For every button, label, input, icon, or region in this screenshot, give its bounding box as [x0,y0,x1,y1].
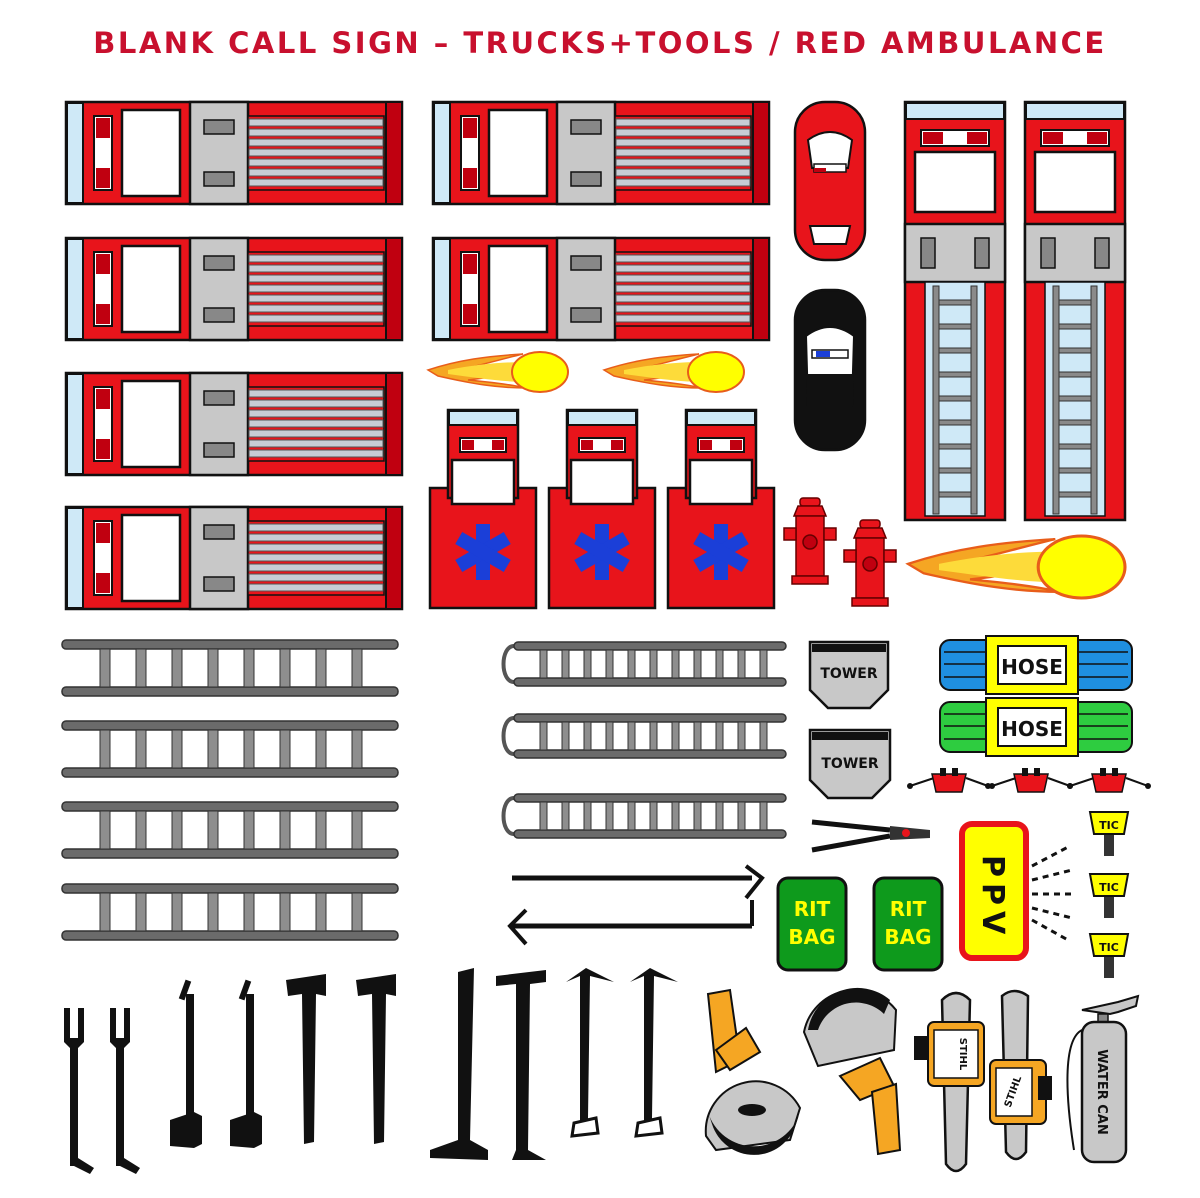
hook-ladder-icon[interactable] [501,792,788,840]
red-sedan-icon[interactable] [793,100,867,262]
ambulance-icon[interactable] [428,408,538,610]
hook-ladder-icon[interactable] [501,712,788,760]
ppv-letter-p: P [975,855,1010,877]
fire-engine-icon[interactable] [64,100,404,206]
pike-pole-icon[interactable] [512,864,765,900]
fire-engine-icon[interactable] [431,100,771,206]
ambulance-icon[interactable] [666,408,776,610]
hose-label: HOSE [1001,655,1063,679]
hook-icon[interactable] [430,968,488,1160]
rit-bag-icon[interactable]: RIT BAG [776,876,848,972]
thermal-imaging-camera-icon[interactable]: TIC [1089,811,1129,857]
tower-ladder-truck-icon[interactable] [903,100,1007,522]
axe-icon[interactable] [356,974,396,1144]
ladder-icon[interactable] [61,801,399,859]
tower-ladder-truck-icon[interactable] [1023,100,1127,522]
thermal-imaging-camera-icon[interactable]: TIC [1089,933,1129,979]
fire-engine-icon[interactable] [64,236,404,342]
chainsaw-icon[interactable]: STIHL [914,991,985,1173]
axe-icon[interactable] [230,979,262,1148]
pike-pole-icon[interactable] [628,966,680,1138]
chainsaw-icon[interactable]: STIHL [989,989,1052,1161]
rit-label-1: RIT [890,897,927,921]
page-title: BLANK CALL SIGN – TRUCKS+TOOLS / RED AMB… [93,26,1107,60]
rit-label-1: RIT [794,897,831,921]
ambulance-icon[interactable] [547,408,657,610]
tower-badge-icon[interactable]: TOWER [808,640,890,710]
pike-pole-icon[interactable] [564,966,616,1138]
fireball-icon[interactable] [427,351,569,393]
rotary-saw-icon[interactable] [704,988,802,1155]
halligan-icon[interactable] [64,1008,94,1174]
hose-bundle-icon[interactable]: HOSE [939,697,1133,757]
rit-label-2: BAG [788,925,835,949]
hook-icon[interactable] [496,970,546,1160]
fire-engine-icon[interactable] [64,371,404,477]
bolt-cutter-icon[interactable] [811,819,930,853]
tic-label: TIC [1099,941,1119,954]
water-can-extinguisher-icon[interactable]: WATER CAN [1066,994,1140,1164]
tic-label: TIC [1099,881,1119,894]
rit-bag-icon[interactable]: RIT BAG [872,876,944,972]
halligan-icon[interactable] [110,1008,140,1174]
radio-icon[interactable] [1066,767,1152,793]
fire-hydrant-icon[interactable] [843,519,897,607]
ppv-fan-icon[interactable]: P P V [959,821,1073,961]
rit-label-2: BAG [884,925,931,949]
pike-pole-icon[interactable] [507,900,754,946]
water-can-label: WATER CAN [1094,1049,1109,1135]
fire-engine-icon[interactable] [64,505,404,611]
tic-label: TIC [1099,819,1119,832]
ladder-icon[interactable] [61,883,399,941]
hook-ladder-icon[interactable] [501,640,788,688]
stihl-label: STIHL [957,1038,968,1071]
axe-icon[interactable] [170,979,202,1148]
axe-icon[interactable] [286,974,326,1144]
fire-engine-icon[interactable] [431,236,771,342]
police-car-icon[interactable] [793,288,867,452]
hose-label: HOSE [1001,717,1063,741]
thermal-imaging-camera-icon[interactable]: TIC [1089,873,1129,919]
radio-icon[interactable] [906,767,992,793]
ladder-icon[interactable] [61,639,399,697]
fireball-icon[interactable] [906,534,1127,600]
fireball-icon[interactable] [603,351,745,393]
rotary-saw-icon[interactable] [802,987,902,1156]
tower-label: TOWER [820,666,877,682]
fire-hydrant-icon[interactable] [783,497,837,585]
ladder-icon[interactable] [61,720,399,778]
tower-label: TOWER [821,756,878,772]
radio-icon[interactable] [988,767,1074,793]
ppv-letter-v: V [975,911,1010,935]
hose-bundle-icon[interactable]: HOSE [939,635,1133,695]
tower-badge-icon[interactable]: TOWER [808,728,892,800]
ppv-letter-p: P [975,883,1010,905]
